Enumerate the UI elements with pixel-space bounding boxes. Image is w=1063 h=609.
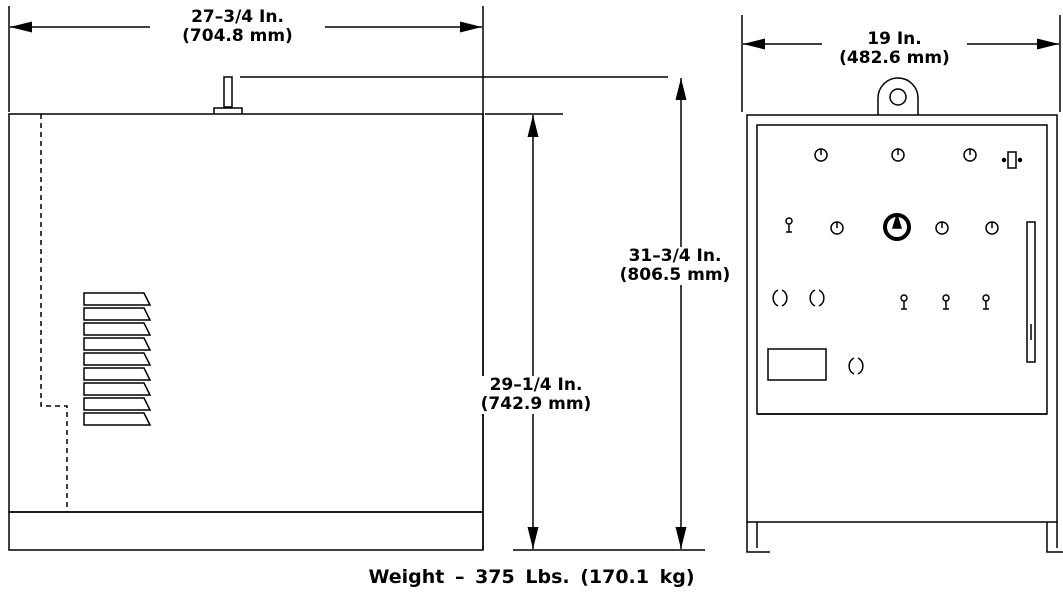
- connectors: [772, 289, 864, 375]
- width-label: 19 In. (482.6 mm): [822, 30, 967, 68]
- overall-height-metric: (806.5 mm): [619, 265, 731, 285]
- side-cabinet: [8, 113, 484, 513]
- cabinet-height-metric: (742.9 mm): [480, 394, 592, 414]
- depth-metric: (704.8 mm): [182, 26, 293, 46]
- main-dial: [883, 212, 911, 241]
- dimension-lines: [10, 21, 1059, 549]
- weight-label: Weight – 375 Lbs. (170.1 kg): [368, 566, 695, 588]
- overall-height-label: 31–3/4 In. (806.5 mm): [605, 247, 745, 285]
- toggle-switch: [1001, 151, 1023, 169]
- indicator-toggles: [785, 217, 990, 310]
- lifting-eye: [877, 77, 919, 115]
- lifting-post: [213, 76, 243, 114]
- meter-window: [767, 348, 827, 381]
- side-view: [8, 76, 484, 551]
- cabinet-height-imperial: 29–1/4 In.: [489, 375, 583, 395]
- front-cabinet: [746, 114, 1058, 523]
- width-metric: (482.6 mm): [839, 48, 950, 68]
- control-knobs: [814, 148, 999, 235]
- depth-imperial: 27–3/4 In.: [191, 7, 284, 27]
- overall-height-imperial: 31–3/4 In.: [628, 246, 722, 266]
- front-view: [746, 77, 1063, 553]
- side-gauge: [1026, 221, 1036, 363]
- depth-label: 27–3/4 In. (704.8 mm): [150, 8, 325, 46]
- control-panel: [756, 124, 1048, 415]
- dashed-outline: [40, 114, 68, 512]
- width-imperial: 19 In.: [867, 29, 922, 49]
- support-legs: [746, 522, 1063, 553]
- side-base: [8, 511, 484, 551]
- cabinet-height-label: 29–1/4 In. (742.9 mm): [466, 376, 606, 414]
- extension-lines: [8, 6, 1061, 551]
- louver-vents: [83, 292, 152, 426]
